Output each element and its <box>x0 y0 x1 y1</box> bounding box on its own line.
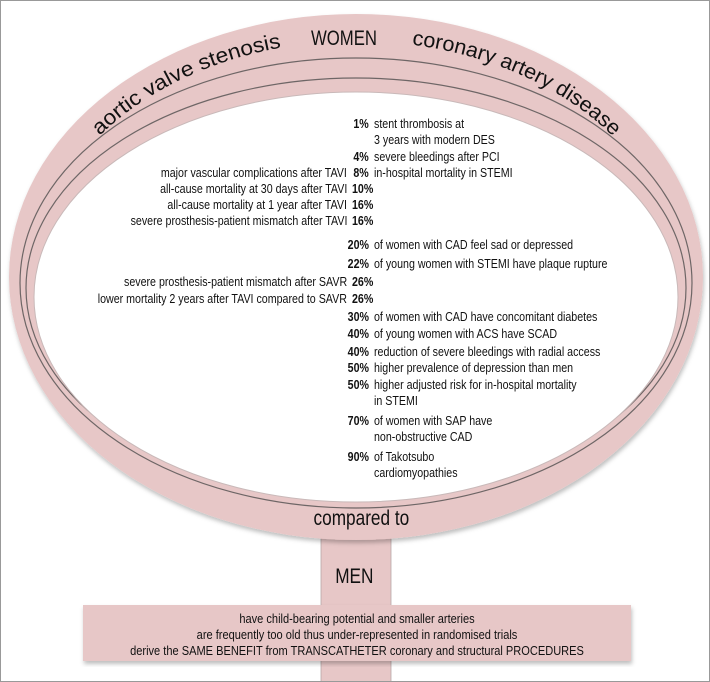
stat-row: all-cause mortality at 30 days after TAV… <box>1 181 709 197</box>
stat-row: severe prosthesis-patient mismatch after… <box>1 274 709 290</box>
stat-row: major vascular complications after TAVI 8… <box>1 165 709 181</box>
stat-percent: 4% <box>353 149 369 164</box>
stat-percent: 70% <box>347 413 369 428</box>
stat-percent: 90% <box>347 449 369 464</box>
stat-right-text: of women with CAD have concomitant diabe… <box>374 309 598 324</box>
stat-right-text: higher prevalence of depression than men <box>374 360 574 375</box>
stat-row: non-obstructive CAD <box>1 429 709 445</box>
stat-row: 50% higher prevalence of depression than … <box>1 360 709 376</box>
stat-right-text: of Takotsubo <box>374 449 435 464</box>
stat-percent: 20% <box>347 237 369 252</box>
men-label: MEN <box>335 565 374 588</box>
stat-percent: 26% <box>352 274 374 289</box>
stat-right-text: cardiomyopathies <box>374 465 458 480</box>
stat-right-text: in-hospital mortality in STEMI <box>374 165 513 180</box>
bar-line: are frequently too old thus under-repres… <box>196 627 518 642</box>
stat-percent: 50% <box>347 360 369 375</box>
crossbar-text: have child-bearing potential and smaller… <box>83 607 631 661</box>
stat-percent: 26% <box>352 291 374 306</box>
stat-row: 40% reduction of severe bleedings with ra… <box>1 344 709 360</box>
stat-percent: 8% <box>353 165 369 180</box>
stat-row: 40% of young women with ACS have SCAD <box>1 326 709 342</box>
stat-row: 3 years with modern DES <box>1 132 709 148</box>
stat-row: 22% of young women with STEMI have plaque… <box>1 256 709 272</box>
stat-right-text: severe bleedings after PCI <box>374 149 500 164</box>
stat-percent: 16% <box>352 213 374 228</box>
stat-percent: 30% <box>347 309 369 324</box>
stat-row: all-cause mortality at 1 year after TAVI… <box>1 197 709 213</box>
stat-right-text: of women with SAP have <box>374 413 493 428</box>
stat-right-text: higher adjusted risk for in-hospital mor… <box>374 377 577 392</box>
stat-row: 50% higher adjusted risk for in-hospital … <box>1 377 709 393</box>
stat-percent: 40% <box>347 344 369 359</box>
stat-left-text: lower mortality 2 years after TAVI compa… <box>97 291 347 306</box>
stat-right-text: non-obstructive CAD <box>374 429 473 444</box>
stat-percent: 40% <box>347 326 369 341</box>
stat-row: severe prosthesis-patient mismatch after… <box>1 213 709 229</box>
stat-row: 4% severe bleedings after PCI <box>1 149 709 165</box>
stat-right-text: 3 years with modern DES <box>374 132 495 147</box>
stat-left-text: all-cause mortality at 1 year after TAVI <box>167 197 347 212</box>
stat-percent: 10% <box>352 181 374 196</box>
stat-right-text: stent thrombosis at <box>374 116 465 131</box>
stat-row: 90% of Takotsubo <box>1 449 709 465</box>
inner-white <box>33 91 679 503</box>
stat-left-text: severe prosthesis-patient mismatch after… <box>123 274 347 289</box>
stat-left-text: major vascular complications after TAVI <box>160 165 347 180</box>
stat-right-text: of young women with ACS have SCAD <box>374 326 558 341</box>
bar-line: have child-bearing potential and smaller… <box>239 611 475 626</box>
stat-row: in STEMI <box>1 393 709 409</box>
stat-row: 1% stent thrombosis at <box>1 116 709 132</box>
stat-percent: 50% <box>347 377 369 392</box>
stat-percent: 1% <box>353 116 369 131</box>
bar-line: derive the SAME BENEFIT from TRANSCATHET… <box>130 643 584 658</box>
stat-percent: 22% <box>347 256 369 271</box>
ring-label-top: WOMEN <box>311 27 377 50</box>
stat-row: lower mortality 2 years after TAVI compa… <box>1 291 709 307</box>
stat-left-text: all-cause mortality at 30 days after TAV… <box>159 181 347 196</box>
compared-to-label: compared to <box>313 507 410 530</box>
stat-row: cardiomyopathies <box>1 465 709 481</box>
stat-row: 20% of women with CAD feel sad or depress… <box>1 237 709 253</box>
stat-left-text: severe prosthesis-patient mismatch after… <box>130 213 347 228</box>
crossbar <box>83 605 631 661</box>
stat-right-text: of women with CAD feel sad or depressed <box>374 237 574 252</box>
stat-row: 30% of women with CAD have concomitant di… <box>1 309 709 325</box>
ring-line-1 <box>19 57 693 509</box>
stat-row: 70% of women with SAP have <box>1 413 709 429</box>
stat-right-text: of young women with STEMI have plaque ru… <box>374 256 608 271</box>
stat-right-text: in STEMI <box>374 393 418 408</box>
stat-right-text: reduction of severe bleedings with radia… <box>374 344 601 359</box>
stat-percent: 16% <box>352 197 374 212</box>
